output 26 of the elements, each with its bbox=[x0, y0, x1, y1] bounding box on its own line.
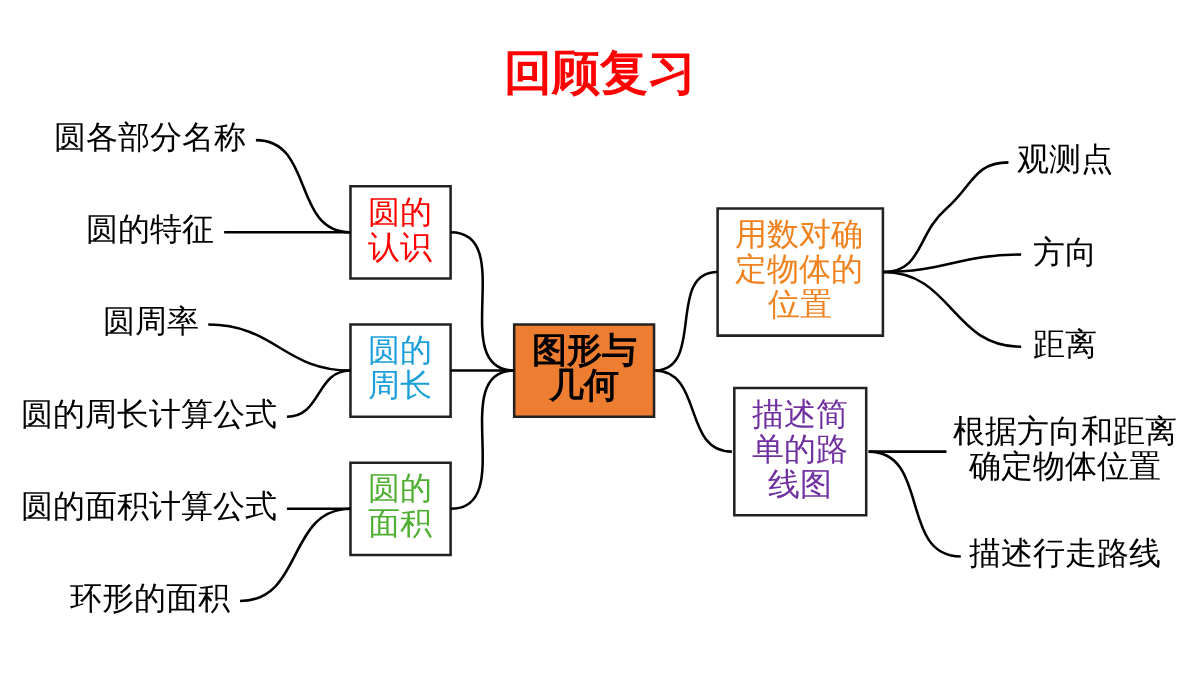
node-text: 圆的特征 bbox=[85, 210, 214, 247]
connector bbox=[208, 322, 351, 372]
node-text: 圆各部分名称 bbox=[54, 118, 247, 155]
node-text: 根据方向和距离确定物体位置 bbox=[952, 412, 1177, 484]
connector bbox=[882, 270, 1022, 348]
node-box: 描述简单的路线图 bbox=[733, 386, 868, 516]
node-box: 图形与几何 bbox=[512, 322, 656, 418]
diagram-title: 回顾复习 bbox=[503, 44, 696, 100]
node-text: 描述行走路线 bbox=[968, 534, 1161, 571]
connector bbox=[868, 449, 961, 558]
node-text: 圆的面积计算公式 bbox=[21, 487, 278, 524]
node-text: 圆周率 bbox=[102, 302, 199, 339]
node-box: 圆的面积 bbox=[349, 461, 452, 556]
node-box: 用数对确定物体的位置 bbox=[716, 206, 885, 337]
node-text: 方向 bbox=[1033, 233, 1098, 270]
node-text: 距离 bbox=[1033, 325, 1098, 362]
node-text: 观测点 bbox=[1017, 140, 1114, 177]
node-box: 圆的周长 bbox=[349, 322, 452, 418]
connector bbox=[450, 368, 515, 510]
connector bbox=[286, 368, 351, 418]
node-box: 圆的认识 bbox=[349, 184, 452, 280]
node-text: 环形的面积 bbox=[69, 579, 230, 616]
connector bbox=[653, 368, 733, 453]
connector bbox=[224, 230, 351, 234]
connector bbox=[239, 507, 351, 602]
node-text: 圆的周长计算公式 bbox=[21, 395, 278, 432]
